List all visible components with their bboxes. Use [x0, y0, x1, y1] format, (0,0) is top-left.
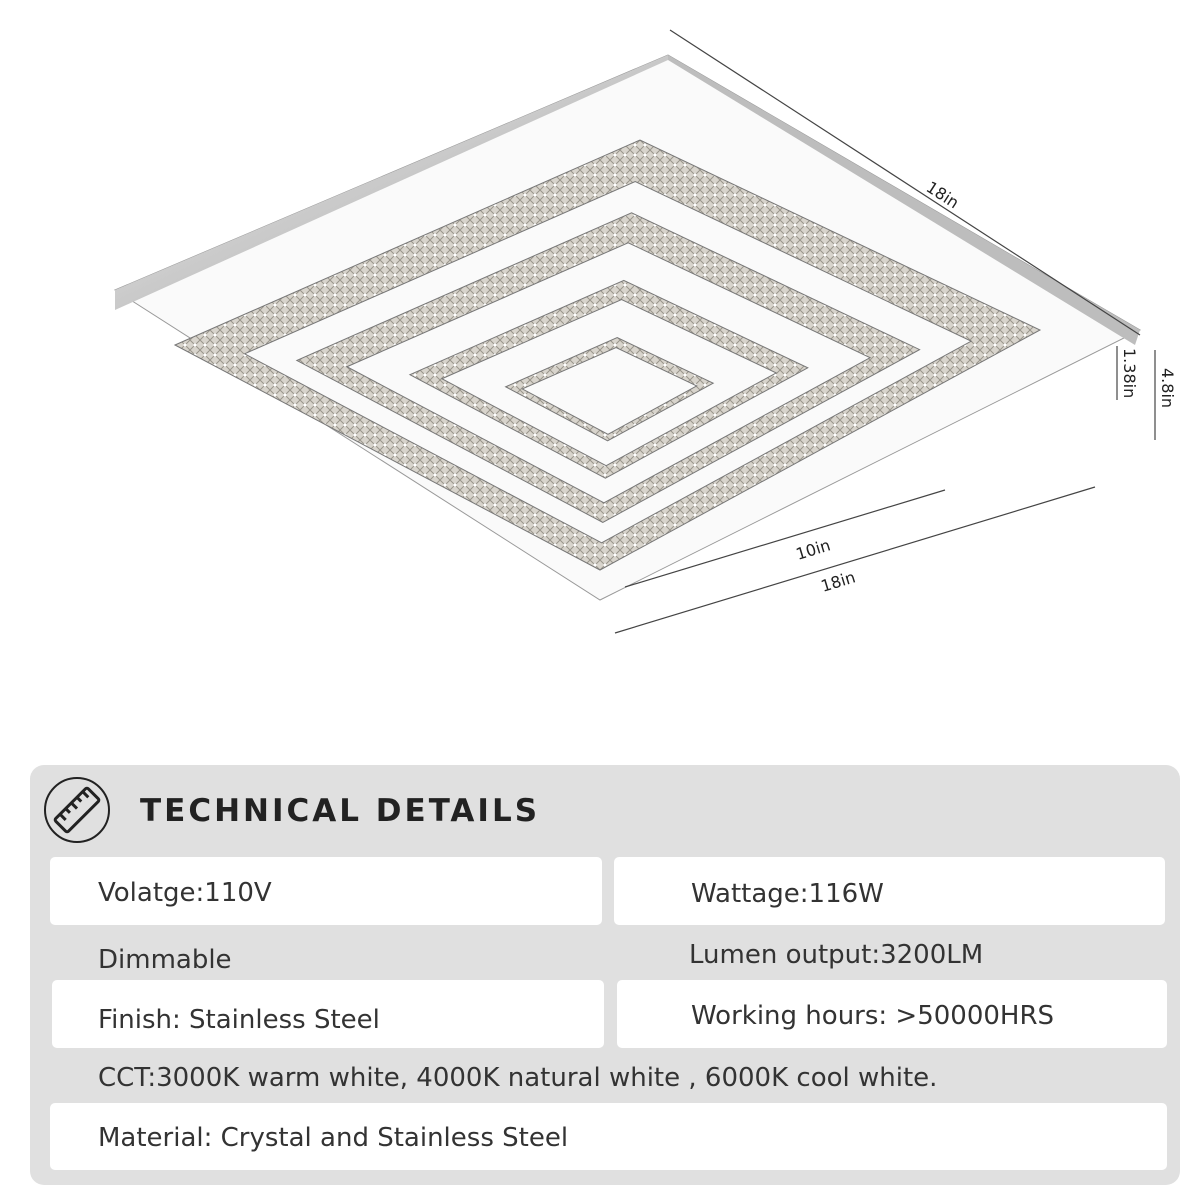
finish-text: Finish: Stainless Steel [98, 1005, 380, 1035]
wattage-box [614, 857, 1165, 925]
lumen-text: Lumen output:3200LM [689, 940, 984, 970]
cct-text: CCT:3000K warm white, 4000K natural whit… [98, 1063, 938, 1093]
section-title: TECHNICAL DETAILS [140, 793, 541, 829]
crystal-ring [173, 139, 1042, 571]
dim-total-height: 4.8in [1158, 368, 1177, 408]
dim-inner-width: 10in [794, 535, 833, 563]
dim-tier-height: 1.38in [1120, 348, 1139, 398]
ceiling-plate [113, 54, 1142, 601]
chandelier-product-image: 18in 1.38in 4.8in 10in 18in [113, 29, 1177, 634]
crystal-tiers [173, 139, 1042, 571]
hours-text: Working hours: >50000HRS [691, 1001, 1055, 1031]
crystal-ring [295, 212, 921, 523]
dim-bottom-width: 18in [819, 567, 858, 595]
finish-box [52, 980, 604, 1048]
wattage-text: Wattage:116W [691, 879, 884, 909]
ruler-icon [44, 777, 110, 843]
crystal-ring [504, 337, 715, 442]
material-text: Material: Crystal and Stainless Steel [98, 1123, 569, 1153]
dimmable-text: Dimmable [98, 945, 232, 975]
voltage-box [50, 857, 602, 925]
technical-details-panel: TECHNICAL DETAILS Volatge:110V Wattage:1… [30, 765, 1180, 1185]
hours-box [617, 980, 1167, 1048]
crystal-ring [408, 279, 809, 479]
material-box [50, 1103, 1167, 1170]
dimension-lines [614, 29, 1156, 634]
voltage-text: Volatge:110V [98, 878, 272, 908]
